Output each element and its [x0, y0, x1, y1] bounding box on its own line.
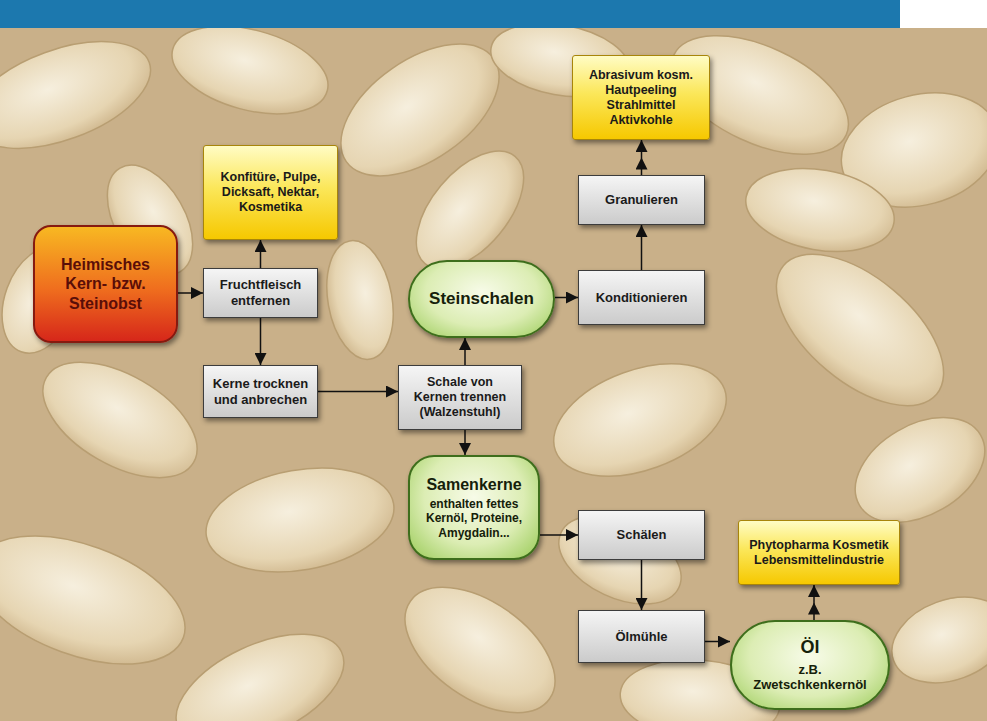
node-label: Phytopharma Kosmetik Lebensmittelindustr…	[745, 538, 893, 568]
process-box: Ölmühle	[578, 610, 705, 663]
material-pill: Steinschalen	[408, 260, 555, 338]
node-label: Kerne trocknen und anbrechen	[210, 376, 311, 407]
kernel-shape	[880, 582, 987, 698]
process-box: Konditionieren	[578, 270, 705, 325]
node-label: Schälen	[617, 527, 667, 543]
node-body: enthalten fettes Kernöl, Proteine, Amygd…	[420, 497, 528, 540]
kernel-shape	[198, 454, 402, 585]
flow-arrow	[260, 240, 262, 268]
node-label: Ölmühle	[615, 629, 667, 645]
flow-arrow	[464, 430, 466, 455]
kernel-shape	[0, 20, 165, 170]
kernel-shape	[159, 611, 360, 721]
node-label: Schale von Kernen trennen (Walzenstuhl)	[405, 375, 515, 420]
flow-arrow	[813, 585, 815, 620]
node-label: Konfitüre, Pulpe, Dicksaft, Nektar, Kosm…	[210, 170, 331, 215]
flow-arrow	[705, 641, 730, 643]
node-label: Öl	[800, 637, 819, 659]
flow-arrow	[555, 297, 578, 299]
process-box: Kerne trocknen und anbrechen	[203, 365, 318, 418]
kernel-shape	[750, 226, 970, 434]
kernel-shape	[318, 235, 402, 364]
kernel-shape	[24, 339, 216, 502]
process-box: Schale von Kernen trennen (Walzenstuhl)	[398, 365, 522, 430]
flow-arrow	[318, 391, 398, 393]
process-box: Fruchtfleisch entfernen	[203, 268, 318, 318]
material-box: Samenkerne enthalten fettes Kernöl, Prote…	[408, 455, 540, 560]
product-box: Konfitüre, Pulpe, Dicksaft, Nektar, Kosm…	[203, 145, 338, 240]
kernel-shape	[538, 342, 741, 498]
product-box: Abrasivum kosm. Hautpeeling Strahlmittel…	[572, 55, 710, 140]
kernel-shape	[739, 158, 901, 263]
node-body: z.B. Zwetschkenkernöl	[742, 662, 878, 693]
flow-arrow	[641, 140, 643, 175]
node-label: Heimisches Kern- bzw. Steinobst	[43, 255, 168, 313]
kernel-shape	[162, 11, 337, 130]
node-label: Samenkerne	[426, 475, 521, 494]
process-box: Schälen	[578, 510, 705, 560]
node-label: Fruchtfleisch entfernen	[210, 277, 311, 308]
node-label: Granulieren	[605, 192, 678, 208]
source-box: Heimisches Kern- bzw. Steinobst	[33, 225, 178, 343]
node-label: Steinschalen	[429, 289, 534, 309]
kernel-shape	[0, 511, 202, 690]
header-bar	[0, 0, 900, 28]
flow-arrow	[540, 534, 578, 536]
kernel-shape	[383, 562, 577, 721]
material-pill: Öl z.B. Zwetschkenkernöl	[730, 620, 890, 710]
node-label: Abrasivum kosm. Hautpeeling Strahlmittel…	[579, 68, 703, 128]
node-label: Konditionieren	[596, 290, 688, 306]
product-box: Phytopharma Kosmetik Lebensmittelindustr…	[738, 520, 900, 585]
flow-arrow	[260, 318, 262, 365]
flow-arrow	[641, 560, 643, 610]
flow-arrow	[178, 292, 203, 294]
flow-arrow	[641, 225, 643, 270]
process-box: Granulieren	[578, 175, 705, 225]
flow-arrow	[464, 338, 466, 365]
